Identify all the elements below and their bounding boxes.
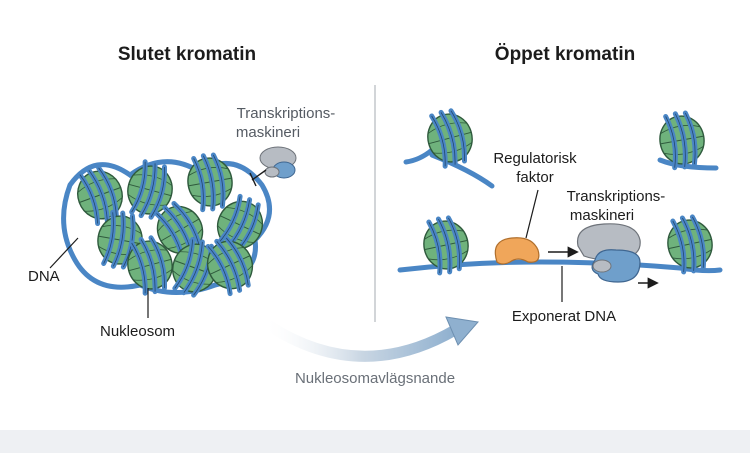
open-chromatin-title: Öppet kromatin bbox=[495, 44, 635, 65]
factor-leader-line bbox=[525, 189, 539, 239]
left-machinery-label-line1: Transkriptions- bbox=[237, 105, 336, 122]
dna-leader-line bbox=[49, 237, 79, 269]
right-machinery-label-line2: maskineri bbox=[570, 207, 634, 224]
transition-label: Nukleosomavlägsnande bbox=[295, 370, 455, 387]
closed-chromatin-title: Slutet kromatin bbox=[118, 44, 256, 65]
right-machinery-label-line1: Transkriptions- bbox=[567, 188, 666, 205]
dna-strand-icon bbox=[403, 147, 435, 165]
blocked-machinery-icon bbox=[249, 146, 297, 187]
chromatin-diagram: Slutet kromatin Öppet kromatin Transkrip… bbox=[28, 44, 723, 387]
open-nucleosome-top-left bbox=[403, 106, 495, 189]
nucleosome-label: Nukleosom bbox=[100, 323, 175, 340]
closed-chromatin-cluster bbox=[61, 152, 272, 301]
footer-band bbox=[0, 430, 750, 453]
left-machinery-label-line2: maskineri bbox=[236, 124, 300, 141]
open-nucleosome-top-right bbox=[656, 110, 719, 171]
regulatory-factor-icon bbox=[494, 237, 540, 265]
machinery-icon bbox=[576, 223, 641, 283]
transition-arrowhead-icon bbox=[445, 316, 479, 346]
factor-label-line1: Regulatorisk bbox=[493, 150, 577, 167]
factor-label-line2: faktor bbox=[516, 169, 554, 186]
transition-arrow bbox=[264, 320, 458, 362]
nucleosome-icon bbox=[422, 106, 478, 170]
exposed-dna-label: Exponerat DNA bbox=[512, 308, 616, 325]
dna-label: DNA bbox=[28, 268, 60, 285]
nucleosome-icon bbox=[184, 152, 237, 213]
